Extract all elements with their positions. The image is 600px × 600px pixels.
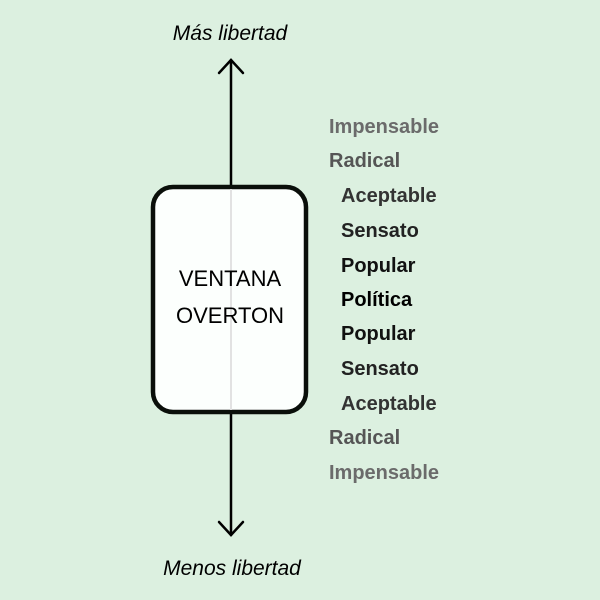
level-label: Popular (341, 323, 416, 345)
level-label: Política (341, 289, 413, 311)
level-label: Sensato (341, 358, 419, 380)
level-label: Aceptable (341, 185, 437, 207)
top-label: Más libertad (173, 22, 289, 45)
level-label: Impensable (329, 462, 439, 484)
overton-window-box: VENTANA OVERTON (150, 184, 309, 415)
window-title-line2: OVERTON (176, 303, 284, 328)
level-label: Impensable (329, 116, 439, 138)
window-title-line1: VENTANA (179, 266, 282, 291)
level-label: Popular (341, 255, 416, 277)
level-label: Radical (329, 150, 400, 172)
arrow-up-icon (217, 58, 245, 75)
arrow-down-icon (217, 520, 245, 537)
opinion-levels: ImpensableRadicalAceptableSensatoPopular… (329, 116, 439, 484)
level-label: Sensato (341, 220, 419, 242)
level-label: Aceptable (341, 393, 437, 415)
level-label: Radical (329, 427, 400, 449)
bottom-label: Menos libertad (163, 557, 302, 580)
